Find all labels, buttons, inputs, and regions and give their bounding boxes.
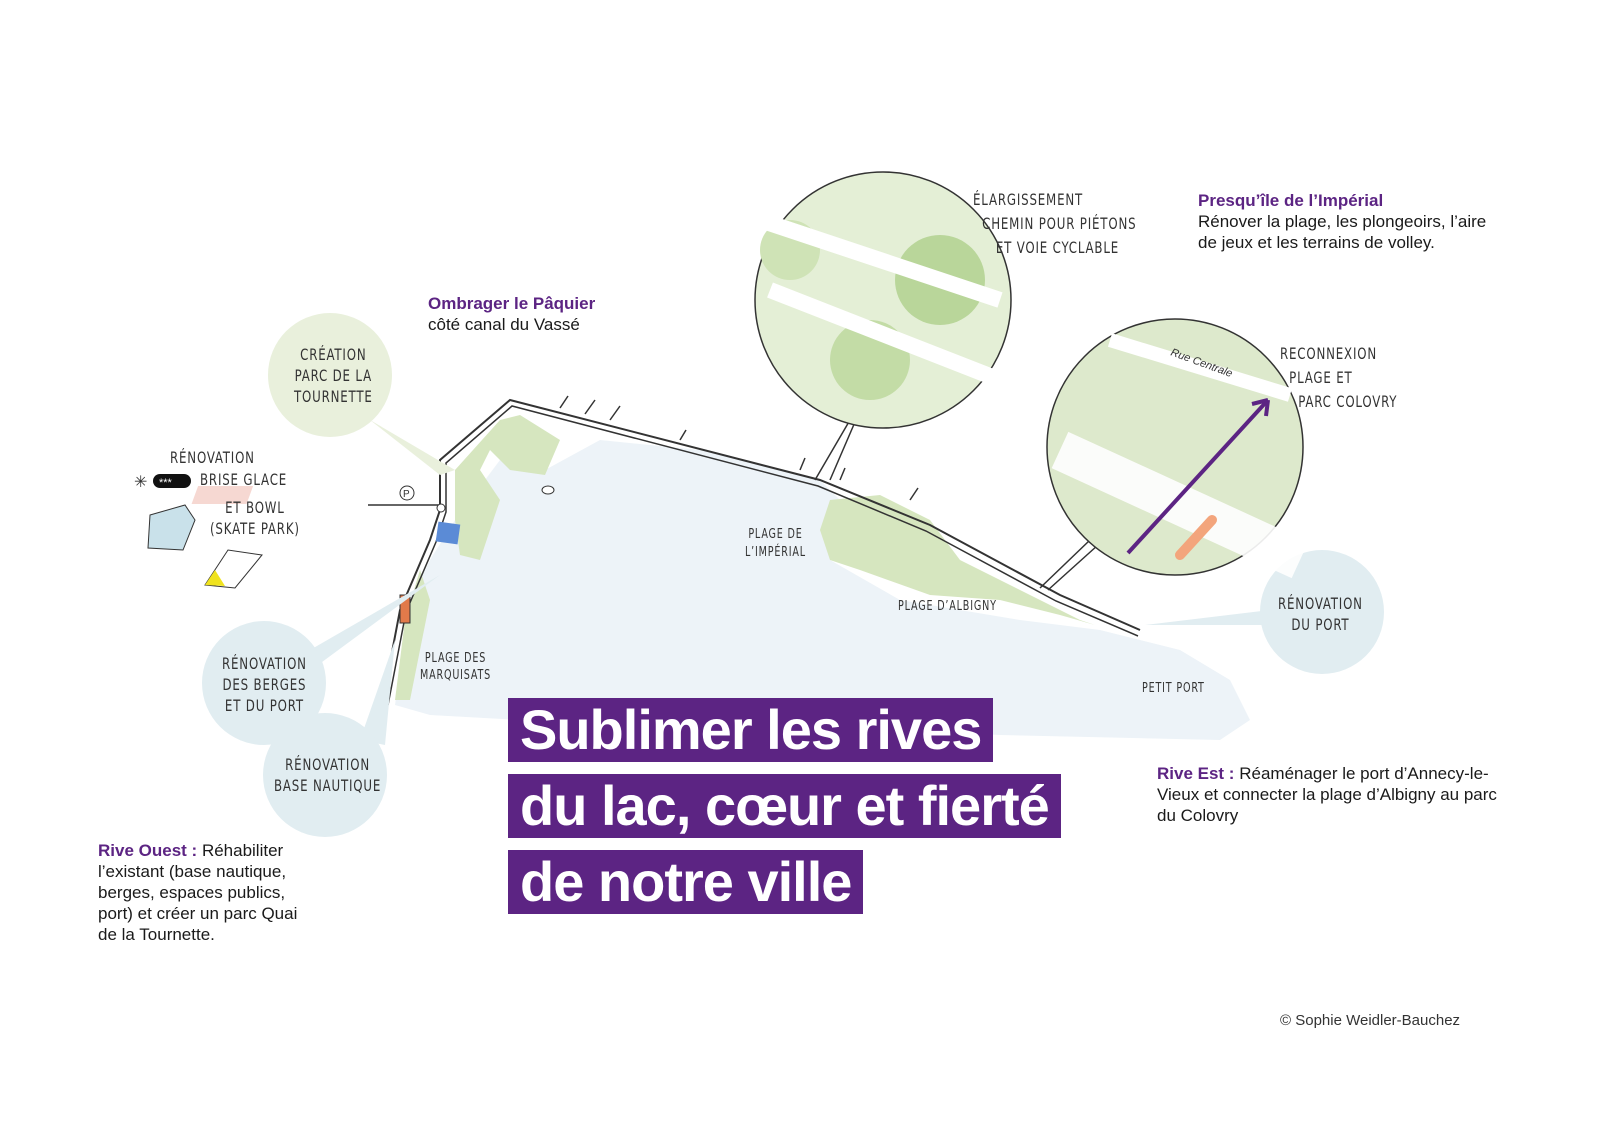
snowflake-icon: ✳ <box>134 474 147 491</box>
label-marquisats: Plage des Marquisats <box>420 651 492 683</box>
title-line-3: de notre ville <box>508 850 864 914</box>
bubble-port <box>1260 550 1384 674</box>
label-bowl: et bowl (skate park) <box>210 498 300 538</box>
label-renovation: Rénovation <box>170 448 255 467</box>
bubble-tournette <box>268 313 392 437</box>
note-ouest-heading: Rive Ouest : <box>98 841 198 860</box>
parking-icon: P <box>403 489 410 500</box>
label-tournette: Création parc de la Tournette <box>294 345 373 406</box>
stars-rating: *** <box>159 477 173 489</box>
brise-glace-shape <box>147 504 196 551</box>
note-imperial-heading: Presqu’île de l’Impérial <box>1198 191 1384 210</box>
title-line-2: du lac, cœur et fierté <box>508 774 1061 838</box>
reconnexion-arrow <box>1126 398 1270 555</box>
note-paquier: Ombrager le Pâquier côté canal du Vassé <box>428 293 668 335</box>
note-rive-ouest: Rive Ouest : Réhabiliter l’existant (bas… <box>98 840 303 945</box>
parking-area <box>191 486 254 504</box>
note-paquier-text: côté canal du Vassé <box>428 315 580 334</box>
stars-badge <box>153 474 191 488</box>
bubble-base-nautique <box>263 713 387 837</box>
label-albigny: Plage d’Albigny <box>898 599 997 614</box>
image-credit: © Sophie Weidler-Bauchez <box>1280 1012 1461 1029</box>
title-line-1: Sublimer les rives <box>508 698 994 762</box>
lake <box>395 440 1250 740</box>
note-imperial-text: Rénover la plage, les plongeoirs, l’aire… <box>1198 212 1487 252</box>
label-brise-glace: Brise glace <box>200 470 288 489</box>
label-port: Rénovation du port <box>1278 594 1363 634</box>
label-imperial: Plage de l’Impérial <box>745 527 806 560</box>
paquier-park <box>455 415 560 560</box>
note-ouest-text: Réhabiliter l’existant (base nautique, b… <box>98 841 298 944</box>
note-imperial: Presqu’île de l’Impérial Rénover la plag… <box>1198 190 1508 253</box>
label-petit-port: Petit port <box>1142 681 1205 696</box>
west-bank <box>395 570 430 700</box>
note-paquier-heading: Ombrager le Pâquier <box>428 294 596 313</box>
note-rive-est: Rive Est : Réaménager le port d’Annecy-l… <box>1157 763 1502 826</box>
port-building <box>399 594 411 624</box>
label-base-nautique: Rénovation base nautique <box>274 755 382 795</box>
note-est-text: Réaménager le port d’Annecy-le-Vieux et … <box>1157 764 1497 825</box>
shore-road <box>381 398 1141 706</box>
base-nautique-building <box>435 521 461 545</box>
label-reconnexion: Reconnexion plage et parc Colovry <box>1280 344 1398 411</box>
label-berges: Rénovation des berges et du port <box>222 654 307 715</box>
page-title: Sublimer les rives du lac, cœur et fiert… <box>508 698 1061 926</box>
note-est-heading: Rive Est : <box>1157 764 1235 783</box>
imperial-park <box>820 495 1095 625</box>
bubble-berges <box>202 621 326 745</box>
label-elargissement: Élargissement chemin pour piétons et voi… <box>973 190 1137 257</box>
